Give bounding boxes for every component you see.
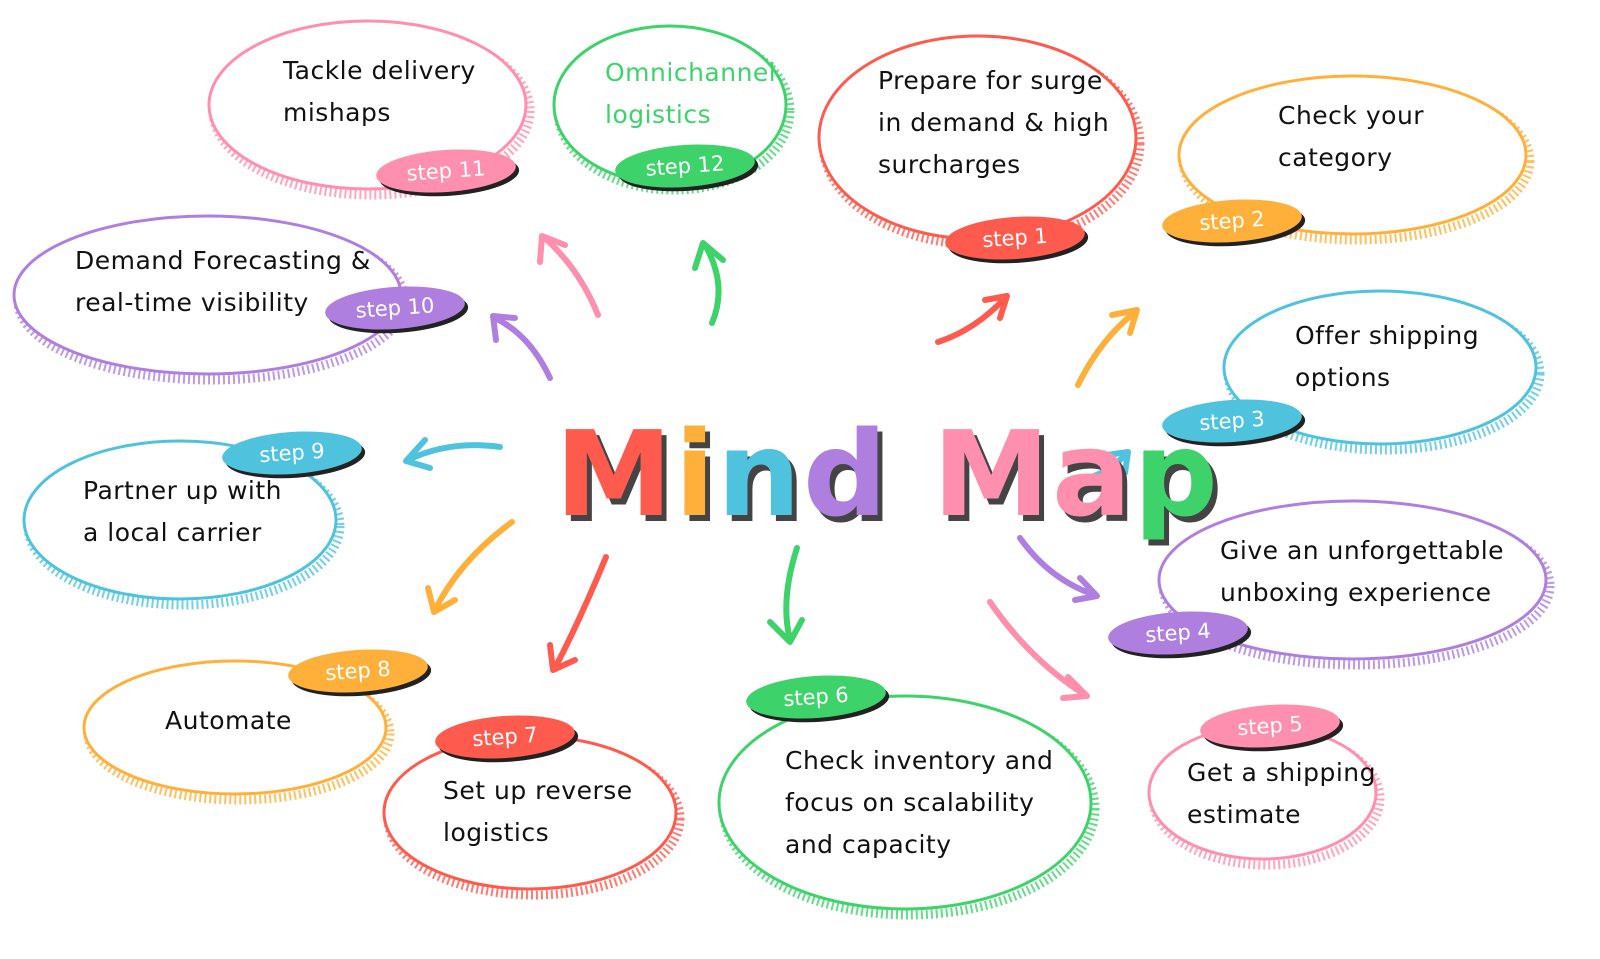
node-bubble — [82, 659, 395, 805]
arrow-to-step-3 — [1064, 449, 1131, 486]
node-text: Offer shipping options — [1295, 321, 1480, 392]
arrow-to-step-6 — [767, 545, 805, 645]
mind-map-node-step-9: Partner up with a local carrier — [20, 435, 345, 610]
node-bubble — [1157, 499, 1555, 670]
node-text: Check your category — [1278, 101, 1425, 172]
node-bubble — [1177, 74, 1535, 245]
arrow-to-step-9 — [403, 437, 503, 471]
node-bubble — [1222, 289, 1545, 455]
mind-map-node-step-7: Set up reverse logistics — [380, 730, 685, 900]
arrow-to-step-1 — [935, 293, 1010, 345]
title-letter: i — [674, 405, 717, 543]
node-bubble — [717, 694, 1100, 920]
mind-map-node-step-6: Check inventory and focus on scalability… — [715, 690, 1100, 920]
title-letter: M — [555, 405, 675, 543]
arrow-to-step-5 — [987, 599, 1090, 701]
mind-map-node-step-5: Get a shipping estimate — [1145, 720, 1385, 870]
mind-map-node-step-10: Demand Forecasting & real-time visibilit… — [10, 210, 410, 385]
mind-map-node-step-11: Tackle delivery mishaps — [205, 15, 535, 200]
node-text: Give an unforgettable unboxing experienc… — [1220, 536, 1505, 607]
node-text: Set up reverse logistics — [443, 776, 633, 847]
mind-map-node-step-1: Prepare for surge in demand & high surch… — [815, 30, 1145, 250]
arrow-to-step-4 — [1017, 535, 1100, 603]
node-bubble — [22, 439, 345, 610]
arrow-to-step-2 — [1075, 307, 1140, 388]
node-text: Omnichannel logistics — [605, 58, 777, 129]
mind-map-node-step-2: Check your category — [1175, 70, 1535, 245]
arrow-to-step-10 — [490, 313, 553, 381]
title-letter: n — [716, 405, 803, 543]
title-letter — [889, 405, 932, 543]
node-text: Tackle delivery mishaps — [283, 56, 476, 127]
mind-map-node-step-4: Give an unforgettable unboxing experienc… — [1155, 495, 1555, 670]
title-letter: a — [1051, 405, 1134, 543]
node-text: Get a shipping estimate — [1187, 758, 1376, 829]
mind-map-title: Mind Map — [555, 405, 1220, 543]
node-text: Prepare for surge in demand & high surch… — [878, 66, 1110, 179]
arrow-to-step-7 — [547, 554, 609, 673]
node-text: Automate — [165, 706, 292, 735]
mind-map-node-step-3: Offer shipping options — [1220, 285, 1545, 455]
title-letter: d — [802, 405, 890, 543]
title-letter: M — [932, 405, 1052, 543]
arrow-to-step-8 — [425, 519, 515, 615]
node-text: Demand Forecasting & real-time visibilit… — [75, 246, 371, 317]
node-text: Partner up with a local carrier — [83, 476, 283, 547]
mind-map-node-step-8: Automate — [80, 655, 395, 805]
arrow-to-step-12 — [692, 240, 726, 326]
arrow-to-step-11 — [537, 233, 601, 318]
node-text: Check inventory and focus on scalability… — [785, 746, 1054, 859]
node-bubble — [207, 19, 535, 200]
